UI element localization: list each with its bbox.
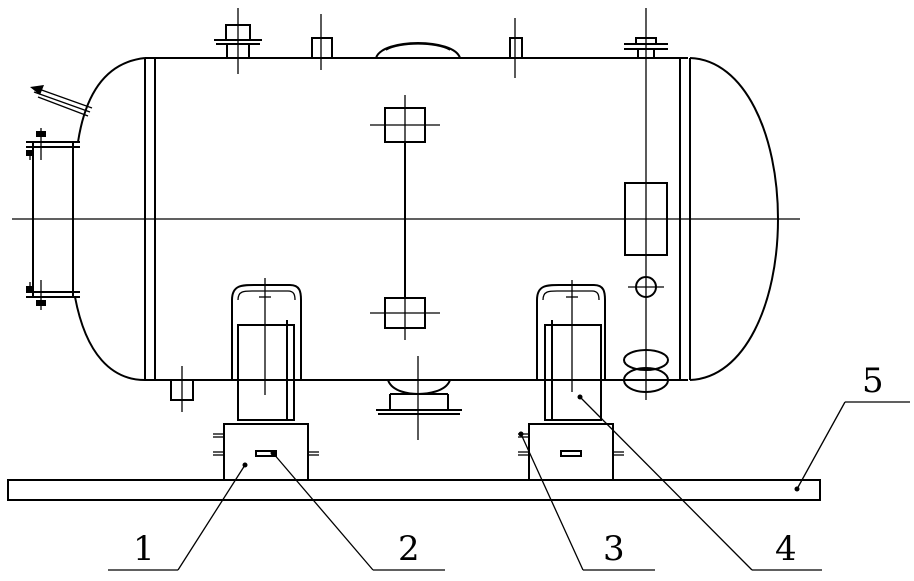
callout-4: 4: [775, 529, 797, 569]
top-nozzle-3: [510, 18, 522, 78]
left-pedestal: [213, 424, 319, 480]
callout-5: 5: [862, 361, 884, 401]
right-saddle: [537, 280, 605, 420]
top-nozzle-4: [624, 8, 668, 400]
gauge-connection-lower: [370, 284, 440, 340]
leader-1: [108, 463, 248, 571]
top-nozzle-2: [312, 14, 332, 70]
right-pedestal: [518, 424, 624, 480]
base-plate: [8, 480, 820, 500]
callout-2: 2: [398, 529, 420, 569]
vent-arrow-icon: [30, 85, 92, 116]
callout-3: 3: [603, 529, 625, 569]
left-saddle: [232, 278, 301, 420]
leader-5: [795, 402, 911, 492]
top-nozzle-1: [214, 8, 262, 74]
top-manhole: [376, 43, 460, 58]
bottom-left-nozzle: [171, 366, 193, 412]
callout-1: 1: [133, 529, 155, 569]
bottom-drain-nozzle: [376, 356, 462, 440]
